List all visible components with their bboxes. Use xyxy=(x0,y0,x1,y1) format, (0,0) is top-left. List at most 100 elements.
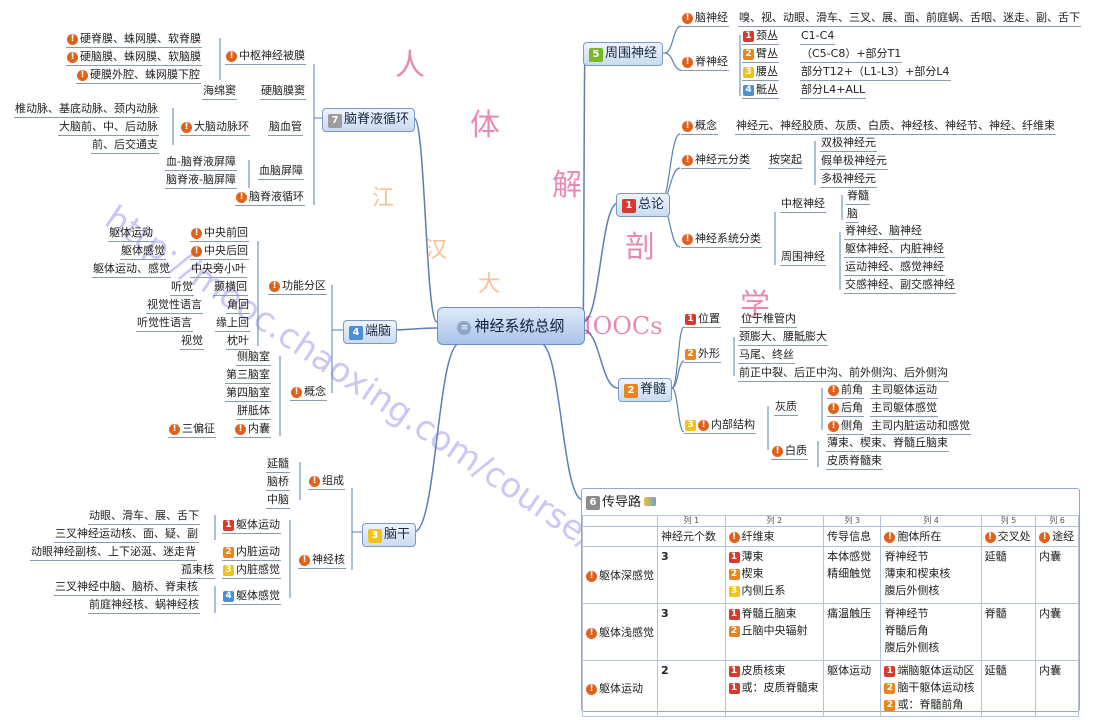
topic-node[interactable]: 听觉性语言 xyxy=(136,314,193,332)
topic-node[interactable]: !概念 xyxy=(681,117,718,135)
topic-node[interactable]: !侧角 xyxy=(827,417,864,435)
topic-node[interactable]: 前庭神经核、蜗神经核 xyxy=(88,596,200,614)
topic-node[interactable]: 缘上回 xyxy=(215,314,250,332)
topic-node[interactable]: 中央旁小叶 xyxy=(190,260,247,278)
topic-node[interactable]: 躯体感觉 xyxy=(120,242,166,260)
topic-node[interactable]: !前角 xyxy=(827,381,864,399)
topic-node[interactable]: !三偏征 xyxy=(168,420,216,438)
topic-node[interactable]: 血-脑脊液屏障 xyxy=(165,153,237,171)
topic-node[interactable]: 运动神经、感觉神经 xyxy=(844,258,945,276)
topic-node[interactable]: 主司内脏运动和感觉 xyxy=(870,417,971,435)
topic-node[interactable]: 中枢神经 xyxy=(780,195,826,213)
topic-node[interactable]: 位于椎管内 xyxy=(740,310,797,328)
topic-node[interactable]: 硬脑膜窦 xyxy=(260,82,306,100)
topic-node[interactable]: 躯体运动 xyxy=(108,224,154,242)
topic-node[interactable]: 嗅、视、动眼、滑车、三叉、展、面、前庭蜗、舌咽、迷走、副、舌下 xyxy=(738,9,1081,27)
topic-node[interactable]: 颈膨大、腰骶膨大 xyxy=(738,328,828,346)
topic-node[interactable]: 皮质脊髓束 xyxy=(826,452,883,470)
topic-node[interactable]: 视觉性语言 xyxy=(146,296,203,314)
topic-node[interactable]: !脑神经 xyxy=(681,9,729,27)
central-topic[interactable]: ≡神经系统总纲 xyxy=(437,307,585,345)
topic-node[interactable]: !硬脑膜、蛛网膜、软脑膜 xyxy=(66,48,202,66)
topic-node[interactable]: 周围神经 xyxy=(780,248,826,266)
topic-node[interactable]: 脊神经、脑神经 xyxy=(844,222,923,240)
topic-node[interactable]: 薄束、楔束、脊髓丘脑束 xyxy=(826,434,949,452)
topic-node[interactable]: !神经核 xyxy=(298,551,346,569)
topic-node[interactable]: !内囊 xyxy=(234,420,271,438)
topic-node[interactable]: 多极神经元 xyxy=(820,170,877,188)
topic-node[interactable]: 前、后交通支 xyxy=(91,136,159,154)
topic-node[interactable]: !概念 xyxy=(290,383,327,401)
topic-node[interactable]: 部分T12+（L1-L3）+部分L4 xyxy=(800,63,951,81)
topic-node[interactable]: !后角 xyxy=(827,399,864,417)
topic-node[interactable]: 第四脑室 xyxy=(225,384,271,402)
topic-node[interactable]: 交感神经、副交感神经 xyxy=(844,276,956,294)
topic-node[interactable]: 动眼神经副核、上下泌涎、迷走背 xyxy=(30,543,197,561)
edit-icon[interactable] xyxy=(644,497,657,506)
topic-node[interactable]: 颞横回 xyxy=(213,278,248,296)
topic-node[interactable]: !中枢神经被膜 xyxy=(225,47,306,65)
topic-node[interactable]: 延髓 xyxy=(266,455,290,473)
topic-node[interactable]: 主司躯体运动 xyxy=(870,381,938,399)
topic-node[interactable]: 主司躯体感觉 xyxy=(870,399,938,417)
topic-node[interactable]: !硬膜外腔、蛛网膜下腔 xyxy=(76,66,201,84)
topic-node[interactable]: 动眼、滑车、展、舌下 xyxy=(88,507,200,525)
topic-node[interactable]: 神经元、神经胶质、灰质、白质、神经核、神经节、神经、纤维束 xyxy=(735,117,1056,135)
topic-node[interactable]: 躯体运动、感觉 xyxy=(92,260,171,278)
topic-node[interactable]: 脑脊液-脑屏障 xyxy=(165,171,237,189)
topic-node[interactable]: !脊神经 xyxy=(681,53,729,71)
topic-node[interactable]: 中脑 xyxy=(266,491,290,509)
topic-node[interactable]: 三叉神经运动核、面、疑、副 xyxy=(54,525,199,543)
topic-node[interactable]: 大脑前、中、后动脉 xyxy=(58,118,159,136)
topic-node[interactable]: 脑血管 xyxy=(268,118,303,136)
topic-node[interactable]: 按突起 xyxy=(768,151,803,169)
topic-node[interactable]: !组成 xyxy=(308,472,345,490)
topic-node[interactable]: 海绵窦 xyxy=(202,82,237,100)
topic-node[interactable]: 听觉 xyxy=(170,278,194,296)
topic-node[interactable]: （C5-C8）+部分T1 xyxy=(800,45,903,63)
topic-node[interactable]: C1-C4 xyxy=(800,27,836,45)
topic-node[interactable]: 侧脑室 xyxy=(236,348,271,366)
topic-node[interactable]: 三叉神经中脑、脑桥、脊束核 xyxy=(54,578,199,596)
topic-node[interactable]: 脑桥 xyxy=(266,473,290,491)
topic-node[interactable]: 视觉 xyxy=(180,332,204,350)
topic-node[interactable]: !中央前回 xyxy=(190,224,249,242)
topic-node[interactable]: 灰质 xyxy=(774,398,798,416)
topic-node[interactable]: 部分L4+ALL xyxy=(800,81,867,99)
topic-node[interactable]: 脑 xyxy=(846,205,859,223)
topic-node[interactable]: !大脑动脉环 xyxy=(180,118,250,136)
topic-node[interactable]: !白质 xyxy=(771,442,808,460)
topic-node[interactable]: 胼胝体 xyxy=(236,402,271,420)
topic-node[interactable]: !硬脊膜、蛛网膜、软脊膜 xyxy=(66,30,202,48)
topic-node[interactable]: 脊髓 xyxy=(846,187,870,205)
topic-node[interactable]: 躯体神经、内脏神经 xyxy=(844,240,945,258)
topic-node[interactable]: 3!内部结构 xyxy=(684,416,756,434)
topic-node[interactable]: 前正中裂、后正中沟、前外侧沟、后外侧沟 xyxy=(738,364,949,382)
topic-node[interactable]: 孤束核 xyxy=(180,561,215,579)
topic-node[interactable]: !神经元分类 xyxy=(681,151,751,169)
topic-node[interactable]: 假单极神经元 xyxy=(820,152,888,170)
topic-node[interactable]: 双极神经元 xyxy=(820,134,877,152)
topic-node[interactable]: !脑脊液循环 xyxy=(235,188,305,206)
topic-node[interactable]: 角回 xyxy=(226,296,250,314)
topic-node[interactable]: !功能分区 xyxy=(268,277,327,295)
topic-node[interactable]: 椎动脉、基底动脉、颈内动脉 xyxy=(14,100,159,118)
topic-node[interactable]: 血脑屏障 xyxy=(258,162,304,180)
